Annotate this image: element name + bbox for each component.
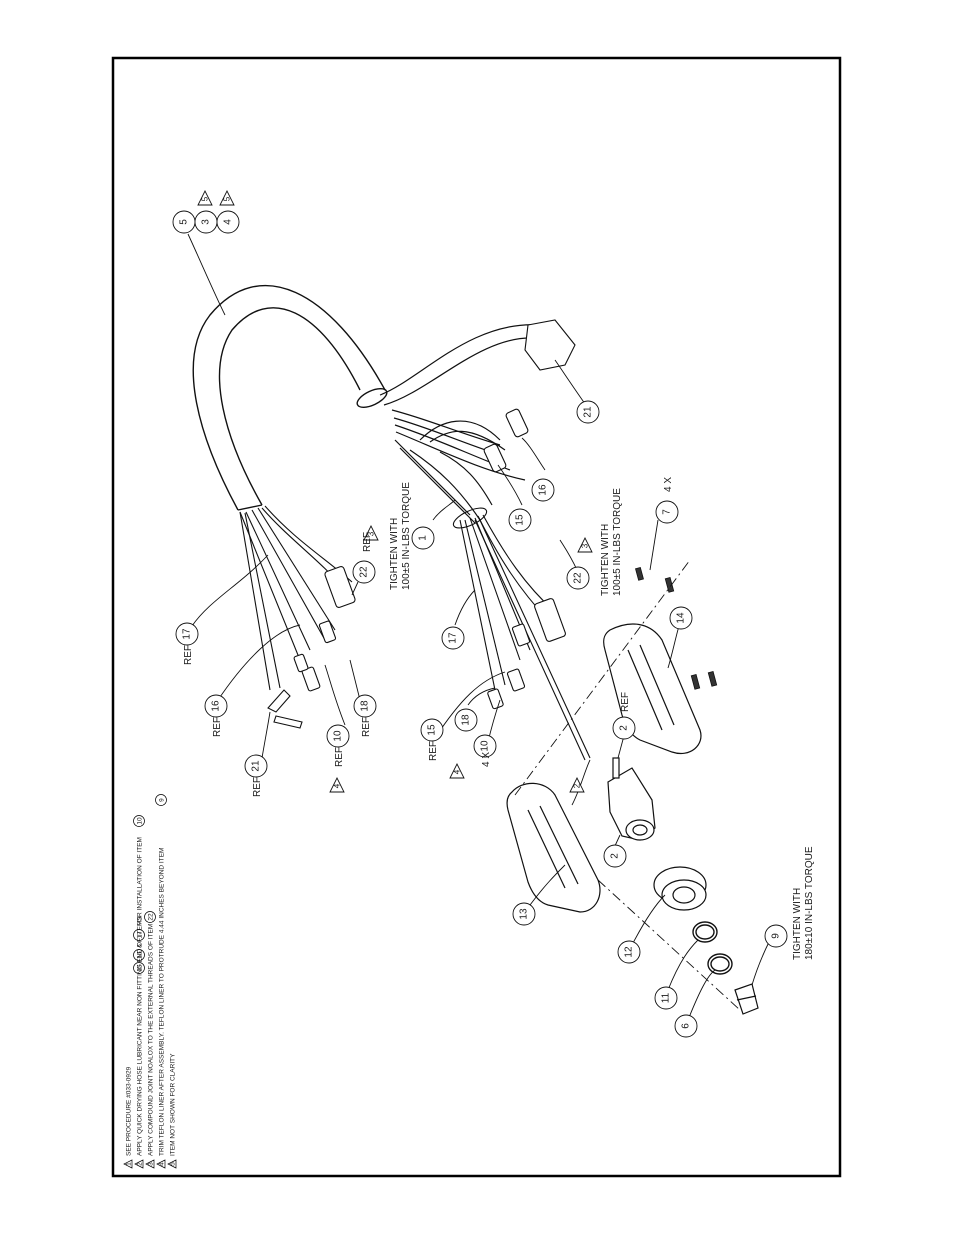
callout-16-ref: 16 [211, 700, 222, 712]
note-4-ref: 9 [158, 798, 165, 802]
svg-text:1: 1 [126, 1162, 133, 1166]
svg-text:2: 2 [137, 1162, 144, 1166]
fittings [267, 319, 576, 729]
ref-label-17-left: REF [183, 645, 194, 665]
note-2-ref: 10 [136, 817, 143, 825]
callout-15-top: 15 [515, 514, 526, 526]
callout-14: 14 [676, 612, 687, 624]
note-2-text: APPLY QUICK DRYING HOSE LUBRICANT NEAR N… [137, 916, 144, 1156]
callout-balloons [172, 210, 788, 1038]
callout-22-center: 22 [573, 572, 584, 584]
part-2-body [607, 757, 656, 841]
callout-1: 1 [418, 535, 429, 541]
flag-4-b: 4 [453, 769, 462, 774]
callout-2-ref: 2 [619, 725, 630, 731]
note-5: 5 ITEM NOT SHOWN FOR CLARITY [167, 1053, 177, 1169]
callout-17-center: 17 [448, 632, 459, 644]
note-3: 3 APPLY COMPOUND JOINT NOALOX TO THE EXT… [144, 911, 156, 1169]
callout-10-left: 10 [333, 730, 344, 742]
callout-13: 13 [519, 908, 530, 920]
note-3-ref: 22 [147, 913, 154, 921]
note-5-text: ITEM NOT SHOWN FOR CLARITY [170, 1053, 177, 1156]
flag-5-b: 5 [223, 196, 232, 201]
torque-top-line1: TIGHTEN WITH [389, 518, 400, 590]
branch-hoses [379, 324, 541, 524]
torque-bottom-line1: TIGHTEN WITH [792, 888, 803, 960]
callout-16-top: 16 [538, 484, 549, 496]
note-2-ampersand: & [137, 943, 144, 948]
note-flag-numbers: 5 5 3 3 4 4 2 [201, 196, 590, 788]
callout-5-top: 5 [179, 219, 190, 225]
callout-11: 11 [661, 992, 672, 1003]
callout-3-top: 3 [201, 219, 212, 225]
flag-5-a: 5 [201, 196, 210, 201]
note-4: 4 TRIM TEFLON LINER AFTER ASSEMBLY. TEFL… [155, 794, 167, 1169]
ref-label-22-left: REF [362, 532, 373, 552]
torque-note-top: TIGHTEN WITH 100±5 IN-LBS TORQUE [389, 482, 412, 590]
note-1-text: SEE PROCEDURE #033-0929 [126, 1066, 133, 1156]
torque-top-line2: 100±5 IN-LBS TORQUE [401, 482, 412, 590]
torque-mid-line1: TIGHTEN WITH [600, 524, 611, 596]
callout-21-top: 21 [583, 406, 594, 418]
ref-label-2: REF [620, 692, 631, 712]
flag-4-a: 4 [333, 783, 342, 788]
callout-2: 2 [610, 853, 621, 859]
flag-2: 2 [573, 783, 582, 788]
qty-4x-10: 4 X [481, 752, 492, 767]
callout-22-left: 22 [359, 566, 370, 578]
screws [635, 566, 718, 690]
note-2-item-15: 15 [136, 964, 143, 972]
note-2-tail: FOR INSTALLATION OF ITEM [137, 837, 144, 926]
callout-10-center: 10 [480, 740, 491, 752]
flag-3-a: 3 [367, 531, 376, 536]
callout-12: 12 [624, 946, 635, 958]
callout-18-left: 18 [360, 700, 371, 712]
o-rings [692, 921, 733, 975]
ref-label-10: REF [334, 747, 345, 767]
note-3-text: APPLY COMPOUND JOINT NOALOX TO THE EXTER… [148, 924, 155, 1156]
ref-label-21: REF [252, 777, 263, 797]
note-2: 2 APPLY QUICK DRYING HOSE LUBRICANT NEAR… [133, 815, 145, 1169]
callout-4-top: 4 [223, 219, 234, 225]
svg-text:4: 4 [159, 1162, 166, 1166]
center-wire-bundle [452, 507, 591, 761]
callout-18-center: 18 [461, 714, 472, 726]
ref-label-18: REF [361, 717, 372, 737]
note-2-item-16: 16 [136, 951, 143, 959]
note-4-text: TRIM TEFLON LINER AFTER ASSEMBLY. TEFLON… [159, 848, 166, 1156]
callout-7: 7 [662, 509, 673, 515]
drawing-border [111, 56, 842, 1178]
ref-label-15: REF [428, 741, 439, 761]
torque-bottom-line2: 180±10 IN-LBS TORQUE [804, 846, 815, 960]
note-1: 1 SEE PROCEDURE #033-0929 [123, 1066, 133, 1169]
torque-note-bottom: TIGHTEN WITH 180±10 IN-LBS TORQUE [792, 846, 815, 960]
callout-17-left: 17 [182, 628, 193, 640]
callout-9: 9 [771, 933, 782, 939]
callout-6: 6 [681, 1023, 692, 1029]
callout-15-ref: 15 [427, 724, 438, 736]
callout-21-ref: 21 [251, 760, 262, 772]
note-flags [197, 189, 593, 793]
assembly-center-line [514, 559, 741, 1011]
svg-text:3: 3 [148, 1162, 155, 1166]
main-hose [192, 284, 388, 511]
ref-labels: REF REF REF REF REF REF REF REF 4 X 4 X [183, 477, 674, 797]
note-2-item-17: 17 [136, 931, 143, 939]
torque-note-mid: TIGHTEN WITH 100±5 IN-LBS TORQUE [600, 488, 623, 596]
part-9-fitting [734, 983, 759, 1015]
svg-text:5: 5 [170, 1162, 177, 1166]
part-12-nut [653, 866, 707, 911]
torque-mid-line2: 100±5 IN-LBS TORQUE [612, 488, 623, 596]
ref-label-16: REF [212, 717, 223, 737]
callout-numbers: 5 3 4 21 16 15 1 22 22 17 17 7 14 16 18 … [179, 219, 782, 1029]
flag-3-b: 3 [581, 543, 590, 548]
assembly-notes: 1 SEE PROCEDURE #033-0929 2 APPLY QUICK … [123, 794, 177, 1169]
qty-4x-7: 4 X [663, 477, 674, 492]
